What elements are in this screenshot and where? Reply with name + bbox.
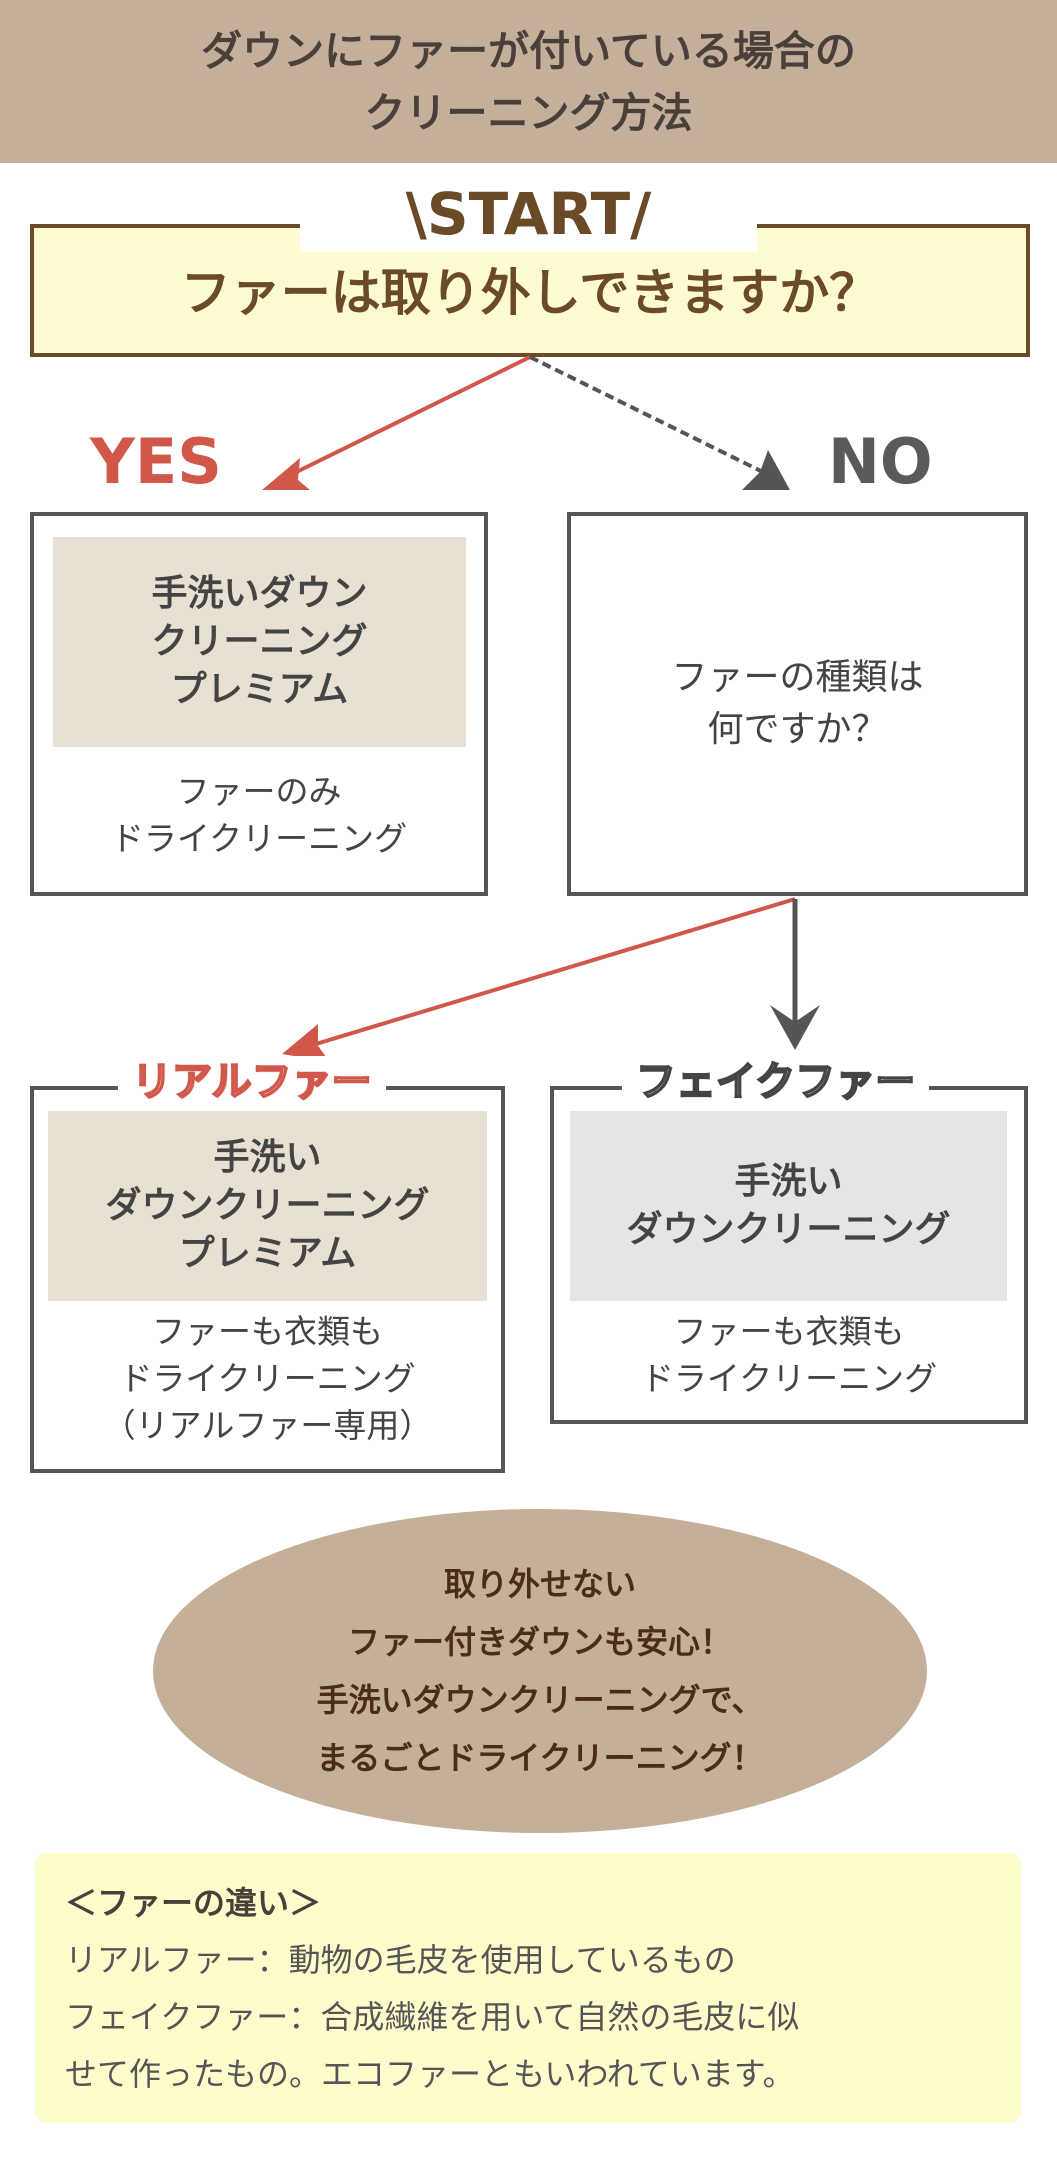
callout-line: 取り外せない: [443, 1565, 636, 1603]
detail-line: （リアルファー専用）: [102, 1406, 433, 1445]
callout-line: ファー付きダウンも安心！: [347, 1623, 732, 1661]
no-question-box: ファーの種類は 何ですか？: [567, 512, 1028, 896]
no-label: NO: [828, 425, 933, 498]
real-fur-tag: リアルファー: [118, 1056, 386, 1108]
note-title: ＜ファーの違い＞: [65, 1884, 322, 1922]
premium-service-label: 手洗いダウン クリーニング プレミアム: [53, 537, 466, 747]
yes-label: YES: [90, 425, 222, 498]
fake-fur-arrowhead: [770, 1005, 820, 1050]
service-line: プレミアム: [170, 669, 349, 710]
note-line: フェイクファー：合成繊維を用いて自然の毛皮に似: [65, 1998, 800, 2036]
no-arrow: [529, 355, 776, 480]
real-fur-service: 手洗い ダウンクリーニング プレミアム: [48, 1111, 487, 1301]
real-fur-arrowhead: [282, 1024, 330, 1062]
no-arrowhead: [742, 450, 790, 490]
callout-line: 手洗いダウンクリーニングで、: [316, 1681, 764, 1719]
fake-fur-detail: ファーも衣類も ドライクリーニング: [550, 1308, 1028, 1402]
yes-arrowhead: [262, 458, 310, 490]
question-line: 何ですか？: [707, 709, 888, 750]
callout-line: まるごとドライクリーニング！: [316, 1739, 764, 1777]
service-line: クリーニング: [151, 621, 368, 662]
question-line: ファーの種類は: [671, 657, 924, 698]
real-fur-arrow: [295, 897, 796, 1052]
fake-fur-service: 手洗い ダウンクリーニング: [570, 1111, 1007, 1301]
callout-ellipse: 取り外せない ファー付きダウンも安心！ 手洗いダウンクリーニングで、 まるごとド…: [153, 1509, 927, 1833]
service-line: 手洗い: [734, 1161, 843, 1202]
detail-line: ファーも衣類も: [673, 1312, 905, 1351]
detail-line: ドライクリーニング: [640, 1359, 938, 1398]
header: ダウンにファーが付いている場合の クリーニング方法: [0, 0, 1057, 163]
note-line: リアルファー：動物の毛皮を使用しているもの: [65, 1941, 736, 1979]
yes-arrow: [271, 355, 531, 486]
service-line: ダウンクリーニング: [626, 1209, 951, 1250]
service-line: 手洗い: [213, 1137, 322, 1178]
fake-fur-tag: フェイクファー: [622, 1056, 930, 1108]
detail-line: ファーのみ: [176, 772, 342, 811]
yes-detail: ファーのみ ドライクリーニング: [30, 768, 488, 862]
title-line-1: ダウンにファーが付いている場合の: [201, 26, 856, 75]
title-line-2: クリーニング方法: [364, 88, 693, 137]
service-line: ダウンクリーニング: [105, 1185, 430, 1226]
start-question: ファーは取り外しできますか？: [180, 264, 880, 322]
service-line: プレミアム: [178, 1233, 357, 1274]
start-label: \START/: [300, 176, 757, 252]
note-line: せて作ったもの。エコファーともいわれています。: [65, 2055, 795, 2093]
real-fur-detail: ファーも衣類も ドライクリーニング （リアルファー専用）: [30, 1308, 505, 1449]
service-line: 手洗いダウン: [151, 573, 368, 614]
detail-line: ドライクリーニング: [110, 819, 408, 858]
fur-difference-note: ＜ファーの違い＞ リアルファー：動物の毛皮を使用しているもの フェイクファー：合…: [35, 1853, 1021, 2123]
detail-line: ファーも衣類も: [152, 1312, 383, 1351]
detail-line: ドライクリーニング: [119, 1359, 416, 1398]
